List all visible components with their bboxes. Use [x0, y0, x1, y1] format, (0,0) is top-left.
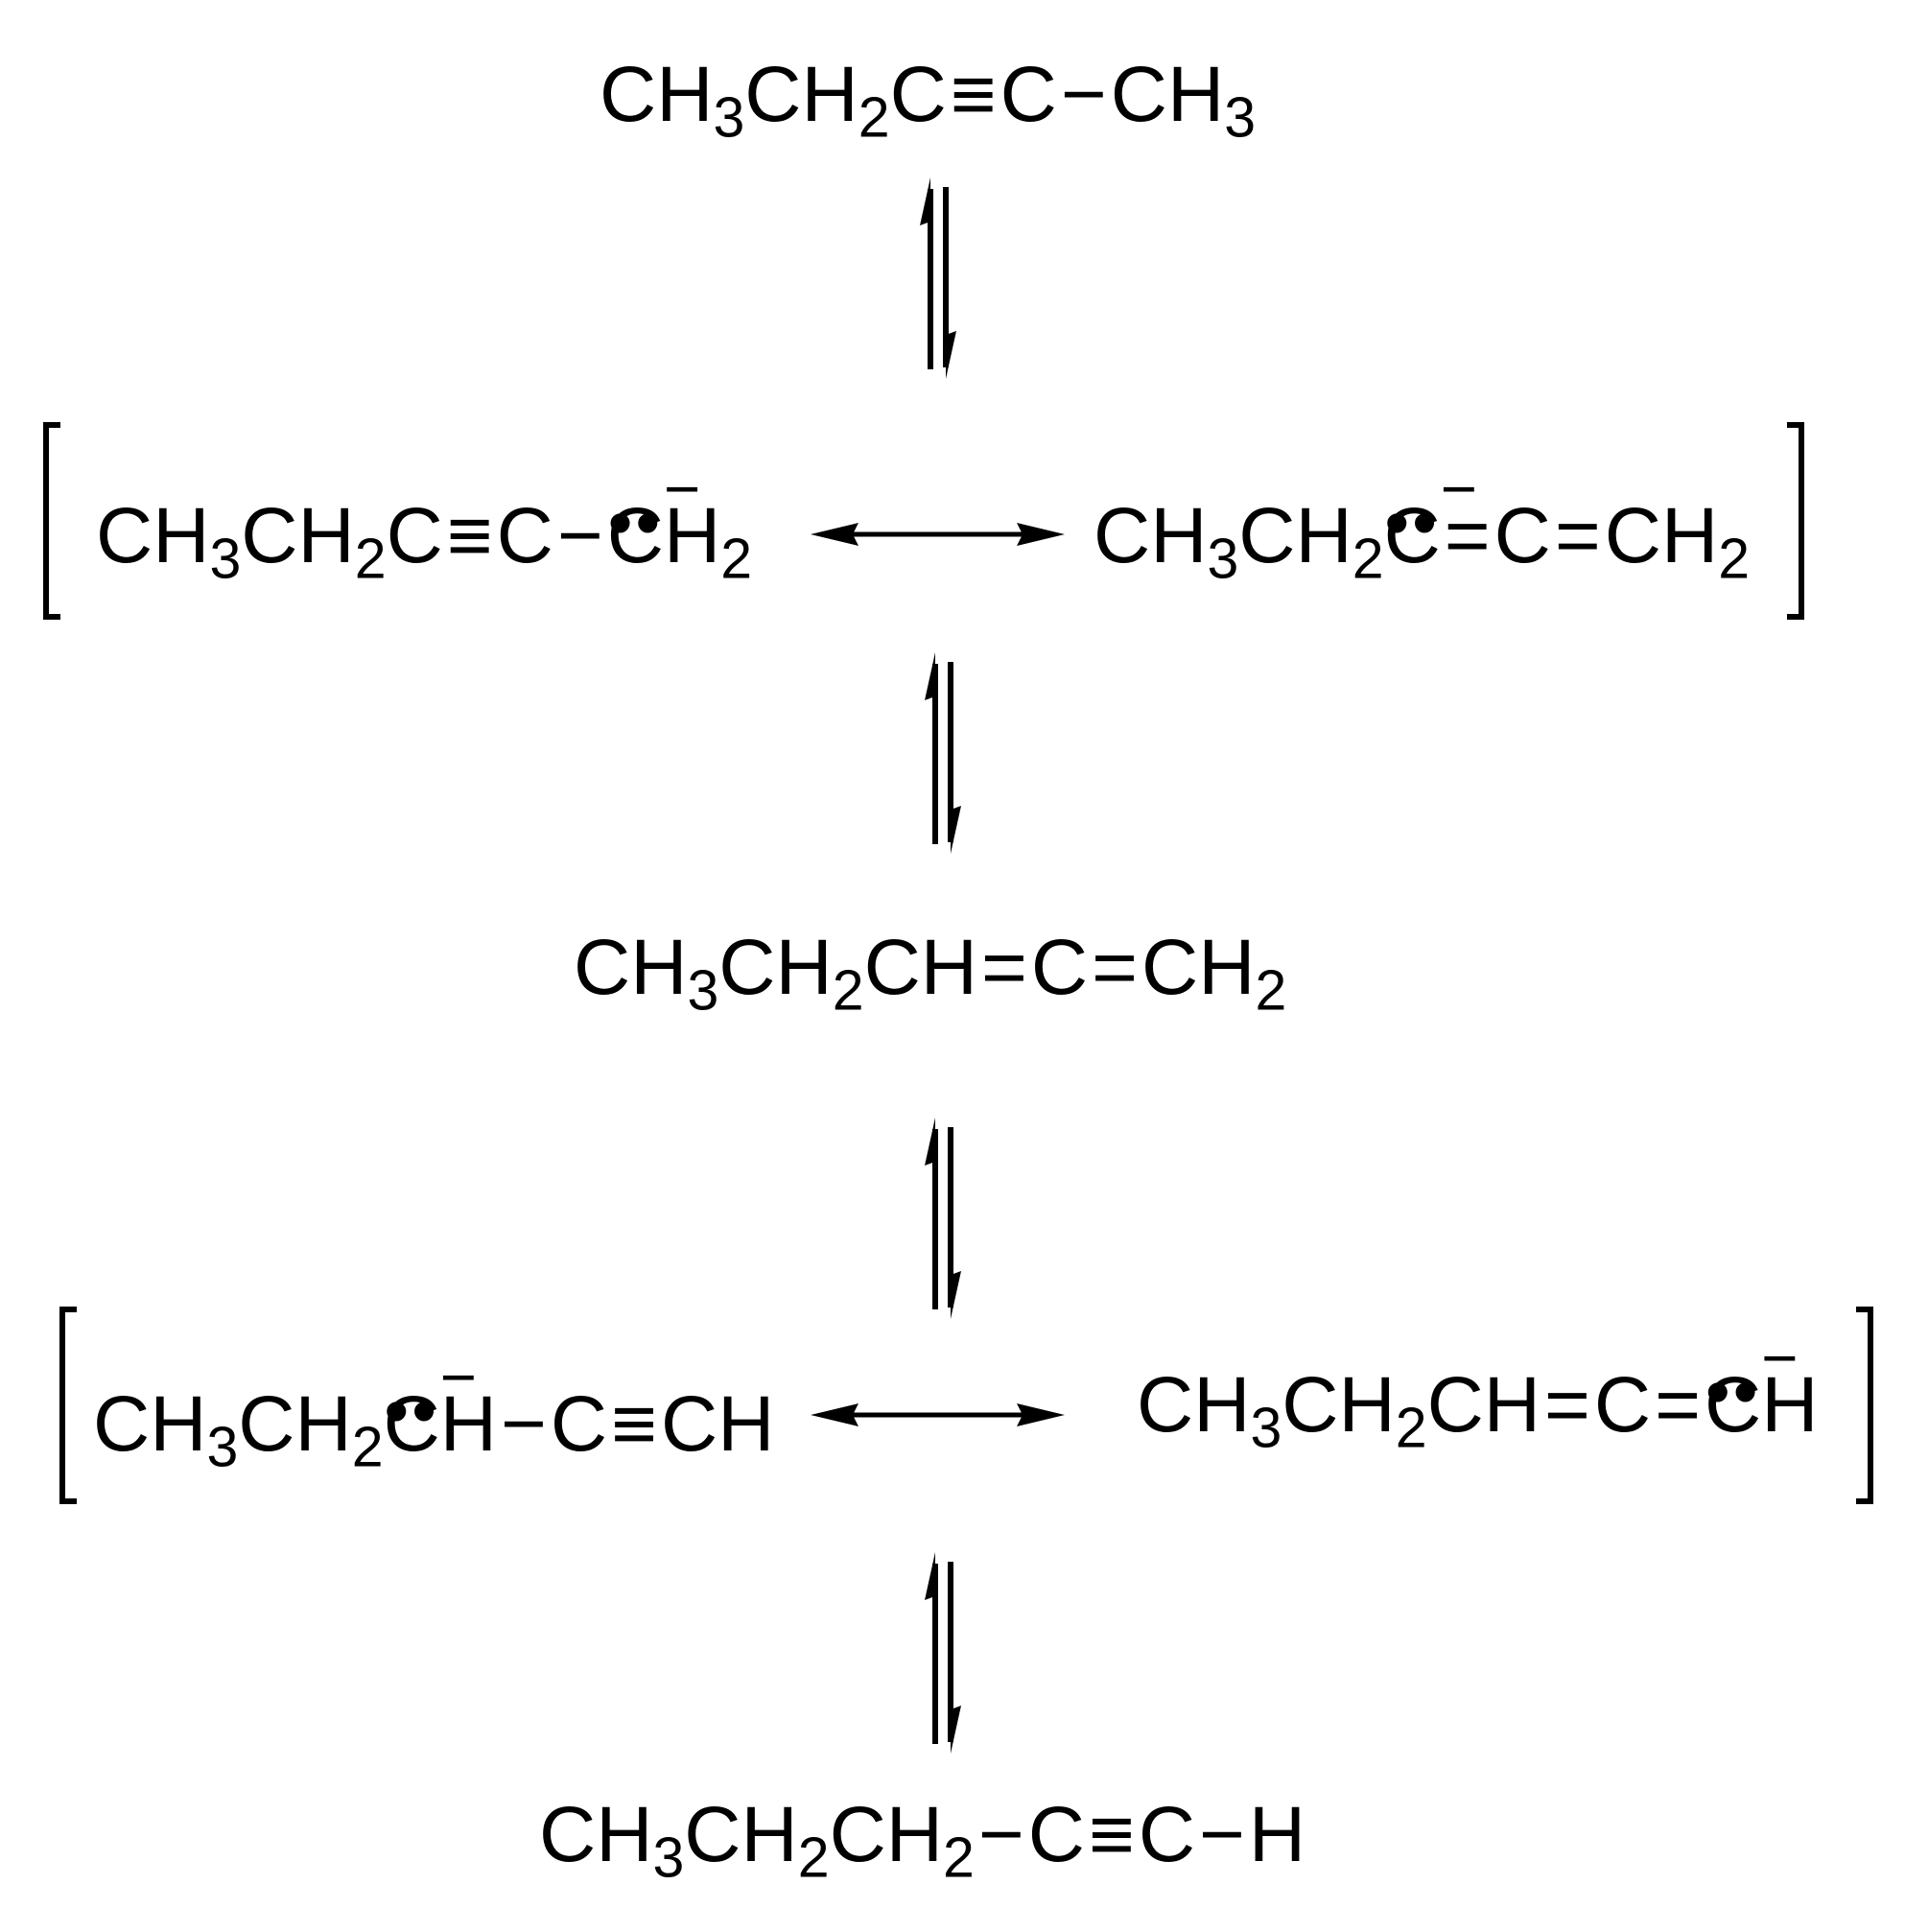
- atom-text: CH: [718, 924, 833, 1011]
- atom-text: CH: [1238, 492, 1352, 579]
- bond-symbol: =: [1655, 1361, 1701, 1449]
- subscript: 2: [1255, 958, 1287, 1023]
- resonance-arrow-1: [811, 523, 1065, 546]
- resonance-arrow-2: [811, 1403, 1065, 1426]
- bond-symbol: =: [1092, 924, 1138, 1011]
- bond-symbol: ≡: [950, 51, 997, 138]
- subscript: 3: [1224, 85, 1257, 150]
- subscript: 3: [1207, 527, 1239, 591]
- atom-text: CH: [238, 1380, 352, 1468]
- subscript: 3: [713, 85, 745, 150]
- subscript: 2: [1352, 527, 1384, 591]
- subscript: 3: [1250, 1396, 1282, 1460]
- atom-text: C: [1138, 1791, 1196, 1878]
- formula-allenyl-anion: CH3CH2C••−=C=CH2: [1094, 454, 1750, 587]
- atom-text: CH: [1110, 51, 1225, 138]
- atom-text: C: [496, 492, 553, 579]
- bracket-right-1: [1787, 422, 1804, 620]
- negative-charge-icon: −: [439, 1342, 478, 1413]
- bond-symbol: =: [1544, 1361, 1590, 1449]
- atom-text: CH: [1426, 1361, 1540, 1449]
- formula-propargyl-anion-2: CH3CH2C••−H−C≡CH: [93, 1342, 774, 1475]
- subscript: 3: [206, 1415, 239, 1479]
- equilibrium-arrow-1: [920, 177, 956, 379]
- carbanion-center: C••−: [383, 1342, 478, 1468]
- subscript: 2: [797, 1826, 830, 1890]
- atom-text: CH: [96, 492, 210, 579]
- atom-text: C: [889, 51, 947, 138]
- atom-text: CH: [863, 924, 977, 1011]
- atom-text: H: [1248, 1791, 1306, 1878]
- carbanion-center: C••−: [606, 454, 701, 579]
- bond-symbol: =: [1554, 492, 1601, 579]
- bond-symbol: ≡: [1088, 1791, 1135, 1878]
- formula-1-pentyne: CH3CH2CH2−C≡C−H: [539, 1791, 1305, 1887]
- atom-text: H: [663, 492, 721, 579]
- atom-text: C: [386, 492, 443, 579]
- bond-symbol: −: [1199, 1791, 1245, 1878]
- negative-charge-icon: −: [1761, 1323, 1799, 1394]
- atom-text: C: [1593, 1361, 1652, 1449]
- atom-text: CH: [1282, 1361, 1396, 1449]
- bond-symbol: =: [981, 924, 1027, 1011]
- bond-symbol: −: [501, 1380, 547, 1468]
- atom-text: H: [1761, 1361, 1819, 1449]
- subscript: 2: [1395, 1396, 1427, 1460]
- subscript: 3: [687, 958, 719, 1023]
- atom-text: C: [1493, 492, 1551, 579]
- atom-text: CH: [1137, 1361, 1251, 1449]
- formula-1-2-pentadiene: CH3CH2CH=C=CH2: [574, 924, 1286, 1020]
- atom-text: CH: [539, 1791, 653, 1878]
- atom-text: CH: [93, 1380, 207, 1468]
- bond-symbol: ≡: [446, 492, 493, 579]
- bond-symbol: −: [977, 1791, 1024, 1878]
- atom-text: CH: [829, 1791, 943, 1878]
- negative-charge-icon: −: [663, 454, 701, 525]
- subscript: 2: [943, 1826, 975, 1890]
- subscript: 2: [351, 1415, 384, 1479]
- atom-text: CH: [744, 51, 858, 138]
- atom-text: C: [1000, 51, 1057, 138]
- equilibrium-arrow-4: [925, 1552, 961, 1754]
- atom-text: C: [1027, 1791, 1085, 1878]
- lone-pair-icon: ••: [607, 482, 664, 562]
- atom-text: CH: [1141, 924, 1256, 1011]
- atom-text: CH: [684, 1791, 798, 1878]
- atom-text: CH: [660, 1380, 775, 1468]
- carbanion-center: C••−: [1705, 1323, 1799, 1449]
- atom-text: C: [550, 1380, 608, 1468]
- bracket-right-2: [1856, 1307, 1873, 1504]
- negative-charge-icon: −: [1440, 454, 1478, 525]
- subscript: 2: [1718, 527, 1751, 591]
- atom-text: CH: [1094, 492, 1208, 579]
- atom-text: CH: [574, 924, 688, 1011]
- formula-propargyl-anion: CH3CH2C≡C−C••−H2: [96, 454, 752, 587]
- lone-pair-icon: ••: [1384, 482, 1440, 562]
- bracket-left-1: [43, 422, 60, 620]
- atom-text: CH: [1604, 492, 1719, 579]
- subscript: 2: [858, 85, 890, 150]
- lone-pair-icon: ••: [1705, 1351, 1761, 1431]
- subscript: 3: [652, 1826, 685, 1890]
- atom-text: CH: [241, 492, 355, 579]
- lone-pair-icon: ••: [384, 1370, 439, 1450]
- subscript: 2: [832, 958, 864, 1023]
- atom-text: CH: [600, 51, 714, 138]
- formula-2-pentyne: CH3CH2C≡C−CH3: [600, 51, 1256, 147]
- atom-text: H: [439, 1380, 497, 1468]
- equilibrium-arrow-2: [925, 652, 961, 854]
- bracket-left-2: [59, 1307, 77, 1504]
- bond-symbol: −: [556, 492, 603, 579]
- formula-allenyl-anion-2: CH3CH2CH=C=C••−H: [1137, 1323, 1818, 1456]
- subscript: 2: [354, 527, 387, 591]
- carbanion-center: C••−: [1383, 454, 1478, 579]
- bond-symbol: −: [1060, 51, 1107, 138]
- subscript: 2: [720, 527, 753, 591]
- subscript: 3: [209, 527, 242, 591]
- atom-text: C: [1030, 924, 1089, 1011]
- equilibrium-arrow-3: [925, 1118, 961, 1319]
- bond-symbol: =: [1444, 492, 1491, 579]
- bond-symbol: ≡: [611, 1380, 657, 1468]
